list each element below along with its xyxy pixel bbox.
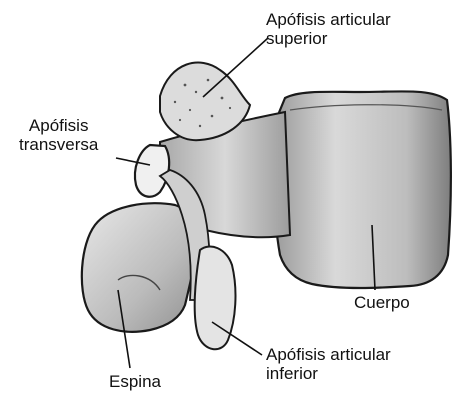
- vertebral-body: [274, 91, 451, 288]
- label-transversa: Apófisis transversa: [19, 116, 98, 154]
- spinous-process: [82, 203, 200, 332]
- transverse-process: [135, 145, 169, 197]
- label-articular-superior: Apófisis articular superior: [266, 10, 391, 48]
- label-espina: Espina: [109, 372, 161, 391]
- label-cuerpo: Cuerpo: [354, 293, 410, 312]
- label-articular-inferior: Apófisis articular inferior: [266, 345, 391, 383]
